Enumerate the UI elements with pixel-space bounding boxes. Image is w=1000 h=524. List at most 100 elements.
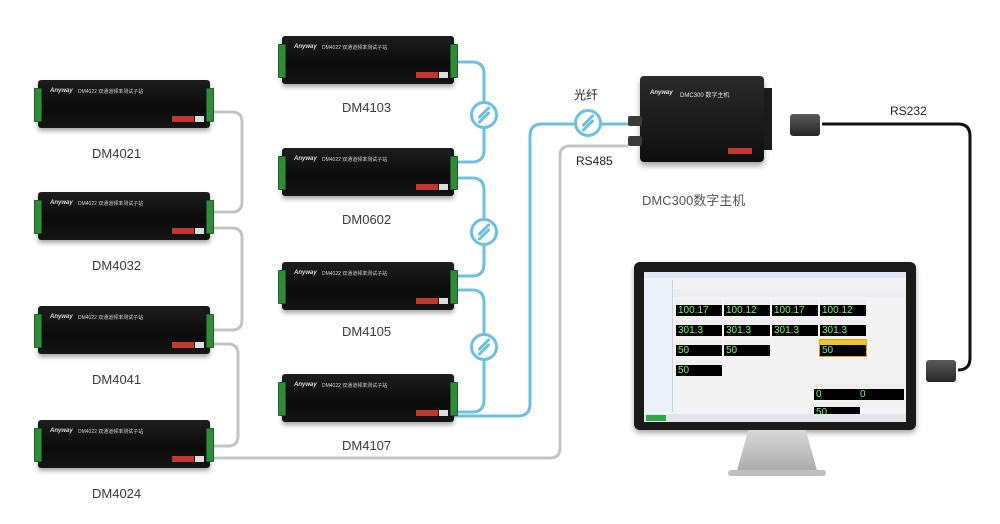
logo [172,116,194,122]
fiber-cable [454,122,628,418]
logo [416,298,438,304]
logo [172,456,194,462]
host-side-panel [764,88,772,150]
brand-label: Anyway [294,156,317,162]
menu-bar [644,272,906,278]
logo [416,410,438,416]
fiber-coupler-icon [470,333,498,361]
status-indicator [646,415,666,421]
model-label: DM4022 双通道频率测试子站 [322,157,388,163]
value-tile: 50 [724,340,770,356]
brand-label: Anyway [294,44,317,50]
host-dmc300: Anyway DMC300 数字主机 [628,76,772,162]
terminal-block [206,314,214,348]
fiber-coupler-icon [470,218,498,246]
brand-label: Anyway [50,428,73,434]
value-tile: 50 [676,360,722,376]
device-dm4041: Anyway DM4022 双通道频率测试子站 [34,306,214,354]
brand-label: Anyway [50,88,73,94]
fiber-coupler-icon [574,109,602,137]
value-tile: 100.17 [772,300,818,316]
logo [195,116,204,122]
model-label: DM4022 双通道频率测试子站 [322,271,388,277]
logo [195,456,204,462]
model-label: DM4022 双通道频率测试子站 [322,383,388,389]
value-tile-highlighted: 50 [819,339,867,357]
logo [172,342,194,348]
value-tile: 301.3 [772,320,818,336]
terminal-block [450,156,458,190]
model-label: DM4022 双通道频率测试子站 [322,45,388,51]
logo [728,148,752,154]
terminal-block [34,314,42,348]
logo [172,228,194,234]
monitor: 100.17 100.12 100.17 100.12 301.3 301.3 … [634,262,916,430]
rs485-cable [210,342,240,448]
value-tile: 100.17 [676,300,722,316]
device-dm4021: Anyway DM4022 双通道频率测试子站 [34,80,214,128]
terminal-block [278,382,286,416]
rs485-port [628,136,642,146]
device-dm4107: Anyway DM4022 双通道频率测试子站 [278,374,458,422]
terminal-block [34,428,42,462]
device-dm4103: Anyway DM4022 双通道频率测试子站 [278,36,458,84]
rs485-cable [210,110,244,214]
value-tile: 301.3 [724,320,770,336]
monitor-stand [736,430,818,474]
rs485-cable [210,144,628,460]
device-dm4032: Anyway DM4022 双通道频率测试子站 [34,192,214,240]
fiber-port [628,116,642,126]
logo [439,184,448,190]
value-tile: 301.3 [820,320,866,336]
brand-label: Anyway [650,90,673,96]
brand-label: Anyway [50,314,73,320]
model-label: DM4022 双通道频率测试子站 [78,89,144,95]
rs485-label: RS485 [576,154,613,168]
brand-label: Anyway [294,270,317,276]
model-label: DM4022 双通道频率测试子站 [78,429,144,435]
terminal-block [278,44,286,78]
device-label: DM4024 [92,486,142,501]
value-tile: 100.12 [724,300,770,316]
terminal-block [450,382,458,416]
logo [439,298,448,304]
toolbar [644,289,906,297]
logo [416,184,438,190]
terminal-block [206,428,214,462]
device-label: DM0602 [342,212,392,227]
model-label: DM4022 双通道频率测试子站 [78,315,144,321]
left-navigation [644,280,673,412]
status-bar [644,414,906,422]
rs232-cable [822,122,972,372]
terminal-block [206,88,214,122]
value-tile: 0 [814,384,860,400]
device-label: DM4032 [92,258,142,273]
brand-label: Anyway [50,200,73,206]
fiber-coupler-icon [470,101,498,129]
rs485-cable [210,226,244,332]
software-screen: 100.17 100.12 100.17 100.12 301.3 301.3 … [644,272,906,422]
host-caption: DMC300数字主机 [642,193,746,208]
fiber-label: 光纤 [574,88,599,102]
device-label: DM4107 [342,438,392,453]
value-tile: 0 [858,384,904,400]
value-tile: 50 [676,340,722,356]
value-tile: 100.12 [820,300,866,316]
device-dm4105: Anyway DM4022 双通道频率测试子站 [278,262,458,310]
device-dm4024: Anyway DM4022 双通道频率测试子站 [34,420,214,468]
rs232-label: RS232 [890,104,927,118]
logo [416,72,438,78]
value-tile: 301.3 [676,320,722,336]
device-dm0602: Anyway DM4022 双通道频率测试子站 [278,148,458,196]
terminal-block [450,270,458,304]
device-label: DM4041 [92,372,142,387]
db9-connector-icon [790,114,820,136]
monitor-base [728,470,826,476]
terminal-block [34,88,42,122]
model-label: DMC300 数字主机 [680,93,730,99]
logo [195,342,204,348]
terminal-block [450,44,458,78]
terminal-block [206,200,214,234]
device-label: DM4105 [342,324,392,339]
model-label: DM4022 双通道频率测试子站 [78,201,144,207]
